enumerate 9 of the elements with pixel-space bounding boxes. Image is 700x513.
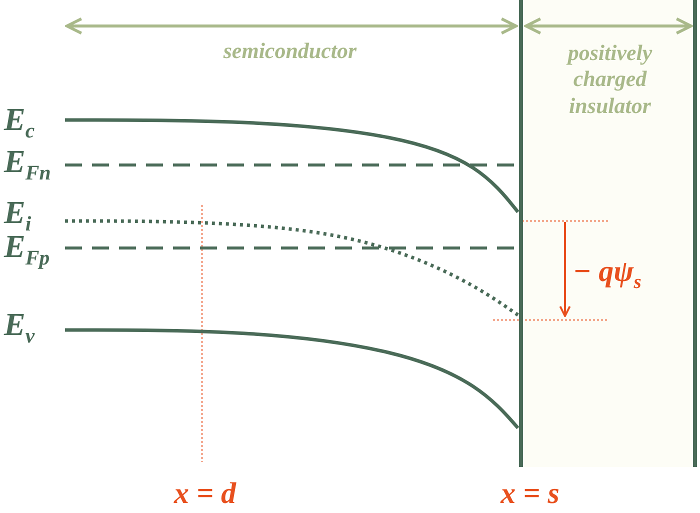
energy-level-label: E$_{i}$ [4, 193, 32, 236]
energy-level-label: E$_{v}$ [4, 305, 35, 350]
potential-label: − qψ$_{s}$ [573, 254, 642, 294]
region-label: semiconductor [223, 38, 357, 64]
position-label: x = d [174, 476, 236, 512]
position-label: x = s [500, 476, 560, 512]
energy-level-label: E$_{Fn}$ [4, 142, 51, 186]
region-label: positively charged insulator [565, 40, 654, 120]
energy-level-label: E$_{c}$ [4, 100, 35, 144]
